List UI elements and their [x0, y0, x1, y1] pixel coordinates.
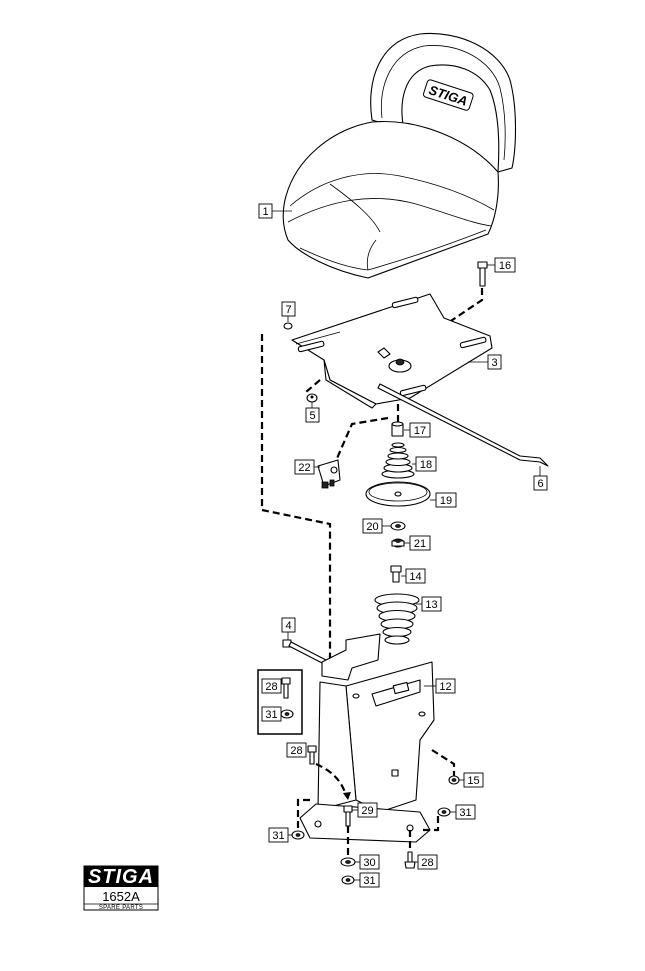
callout-31-left: 31: [268, 827, 289, 843]
bolt-28-left[interactable]: [307, 745, 317, 765]
spring-13[interactable]: [374, 593, 420, 645]
svg-text:31: 31: [265, 709, 277, 721]
svg-text:21: 21: [414, 538, 426, 550]
svg-text:22: 22: [298, 462, 310, 474]
svg-text:13: 13: [425, 599, 437, 611]
callout-18: 18: [415, 456, 437, 472]
nut-7[interactable]: [283, 322, 293, 330]
svg-text:7: 7: [285, 304, 291, 316]
callout-28-left: 28: [286, 742, 307, 758]
callout-31-right: 31: [455, 804, 476, 820]
svg-text:3: 3: [491, 357, 497, 369]
svg-text:28: 28: [265, 681, 277, 693]
washer-20[interactable]: [390, 521, 406, 531]
svg-text:18: 18: [420, 459, 432, 471]
svg-text:28: 28: [290, 745, 302, 757]
brand-logo-band: [84, 866, 158, 887]
svg-text:15: 15: [467, 775, 479, 787]
callout-7: 7: [281, 301, 296, 317]
diagram-code: 1652A: [102, 889, 140, 904]
svg-text:31: 31: [459, 807, 471, 819]
seat-plate[interactable]: [291, 293, 493, 409]
nut-15[interactable]: [448, 775, 460, 785]
brand-caption: SPARE PARTS: [99, 905, 143, 911]
callout-3: 3: [487, 354, 502, 370]
svg-text:20: 20: [366, 521, 378, 533]
rod-6[interactable]: [377, 383, 549, 467]
spring-18[interactable]: [381, 442, 415, 479]
svg-text:6: 6: [537, 478, 543, 490]
callout-5: 5: [305, 407, 320, 423]
bolt-14[interactable]: [390, 565, 402, 583]
callout-30: 30: [359, 854, 380, 870]
svg-text:17: 17: [414, 425, 426, 437]
svg-text:19: 19: [440, 495, 452, 507]
callout-16: 16: [494, 257, 516, 273]
callout-31-inset: 31: [261, 706, 282, 722]
plate-19[interactable]: [365, 481, 431, 507]
seat-post-12[interactable]: [299, 633, 435, 843]
callout-4: 4: [281, 617, 296, 633]
callout-1: 1: [258, 203, 273, 219]
nut-31-right[interactable]: [437, 807, 451, 817]
switch-22[interactable]: [317, 459, 341, 489]
svg-text:5: 5: [309, 410, 315, 422]
spacer-17[interactable]: [391, 421, 404, 437]
bolt-16[interactable]: [477, 261, 488, 287]
washer-31-left[interactable]: [291, 830, 305, 840]
nut-21[interactable]: [391, 538, 405, 548]
callout-12: 12: [435, 678, 456, 694]
svg-text:28: 28: [421, 857, 433, 869]
callout-28-inset: 28: [261, 678, 282, 694]
bolt-28-right[interactable]: [404, 851, 416, 869]
svg-text:29: 29: [361, 805, 373, 817]
brand-logo: STIGA: [88, 866, 154, 888]
callout-19: 19: [435, 492, 457, 508]
svg-text:31: 31: [272, 830, 284, 842]
callout-13: 13: [421, 596, 442, 612]
callout-14: 14: [405, 568, 426, 584]
brand-block: STIGA 1652A SPARE PARTS: [83, 865, 159, 911]
svg-text:30: 30: [363, 857, 375, 869]
callout-17: 17: [409, 422, 431, 438]
nut-31-bottom[interactable]: [341, 875, 355, 885]
callout-22: 22: [294, 459, 315, 475]
callout-21: 21: [409, 535, 431, 551]
callout-6: 6: [533, 475, 548, 491]
callout-31-bottom: 31: [359, 872, 380, 888]
washer-30[interactable]: [340, 857, 356, 867]
svg-text:12: 12: [439, 681, 451, 693]
svg-text:4: 4: [285, 620, 291, 632]
seat[interactable]: STIGA: [282, 32, 517, 279]
callout-28-right: 28: [417, 854, 438, 870]
callout-29: 29: [357, 802, 378, 818]
svg-text:31: 31: [363, 875, 375, 887]
callout-15: 15: [463, 772, 484, 788]
svg-text:16: 16: [499, 260, 511, 272]
svg-text:1: 1: [262, 206, 268, 218]
callout-20: 20: [362, 518, 383, 534]
svg-text:14: 14: [409, 571, 421, 583]
nut-5[interactable]: [306, 393, 318, 403]
bolt-4[interactable]: [282, 639, 327, 665]
